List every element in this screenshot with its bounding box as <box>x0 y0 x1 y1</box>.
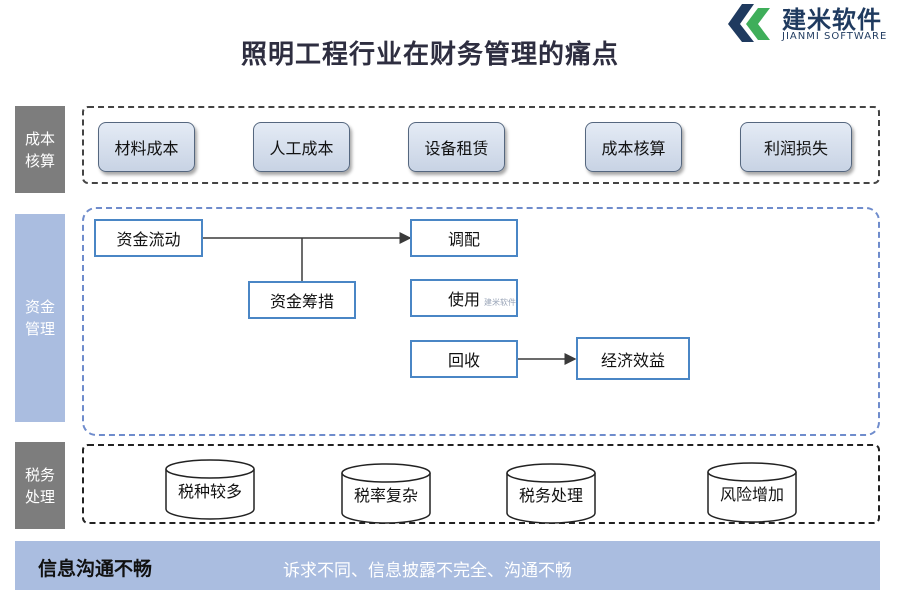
page-title: 照明工程行业在财务管理的痛点 <box>240 40 619 70</box>
cost-frame <box>82 106 880 184</box>
section-label-fund: 资金管理 <box>15 214 65 422</box>
bottom-text: 诉求不同、信息披露不完全、沟通不畅 <box>283 561 572 581</box>
cylinder-icon <box>707 462 797 523</box>
tax-item-many-types: 税种较多 <box>164 458 256 520</box>
tax-item-label: 风险增加 <box>719 485 784 504</box>
section-label-fund-text: 资金管理 <box>24 298 55 338</box>
tax-item-complex-rate: 税率复杂 <box>340 462 432 524</box>
fund-node-raise: 资金筹措 <box>248 281 356 319</box>
tax-item-label: 税率复杂 <box>353 486 418 505</box>
bottom-title: 信息沟通不畅 <box>38 558 153 580</box>
logo-subtitle: JIANMI SOFTWARE <box>782 31 888 42</box>
tax-item-processing: 税务处理 <box>505 462 597 524</box>
logo-name: 建米软件 <box>782 6 882 34</box>
fund-node-allocate: 调配 <box>410 219 518 257</box>
section-label-tax-text: 税务处理 <box>24 465 55 506</box>
cylinder-icon <box>165 459 255 520</box>
cost-item-equipment: 设备租赁 <box>408 122 505 172</box>
bottom-bar <box>15 541 880 590</box>
cost-item-material: 材料成本 <box>98 122 195 172</box>
fund-node-flow: 资金流动 <box>94 219 203 257</box>
fund-node-recover: 回收 <box>410 340 518 378</box>
tax-item-label: 税务处理 <box>518 486 583 505</box>
tax-item-risk: 风险增加 <box>706 461 798 523</box>
cost-item-accounting: 成本核算 <box>585 122 682 172</box>
section-label-cost: 成本核算 <box>15 106 65 193</box>
section-label-cost-text: 成本核算 <box>24 129 55 170</box>
logo-icon <box>726 2 774 44</box>
section-label-tax: 税务处理 <box>15 442 65 529</box>
tax-item-label: 税种较多 <box>177 482 242 501</box>
cost-item-profit-loss: 利润损失 <box>740 122 852 172</box>
cylinder-icon <box>341 463 431 524</box>
cost-item-labor: 人工成本 <box>253 122 350 172</box>
watermark-text: 建米软件 <box>484 298 516 307</box>
tax-frame <box>82 444 880 524</box>
fund-frame <box>82 207 880 436</box>
fund-node-use: 使用 <box>410 279 518 317</box>
cylinder-icon <box>506 463 596 524</box>
fund-node-benefit: 经济效益 <box>576 337 690 380</box>
